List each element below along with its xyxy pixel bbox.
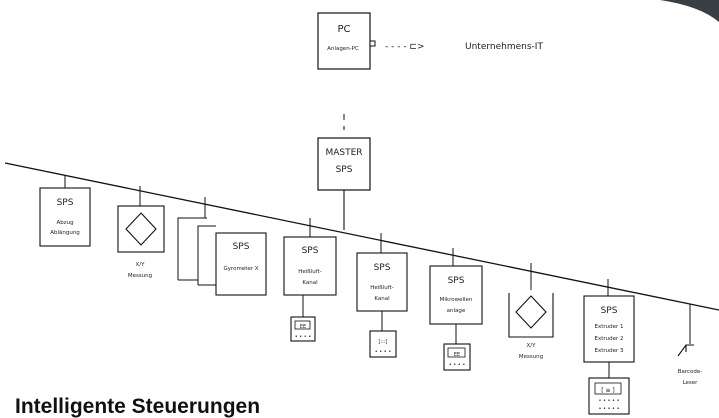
abzug-line2: Ablängung bbox=[50, 230, 80, 236]
extr-line1: Extruder 1 bbox=[594, 324, 623, 330]
heiz-head: SPS bbox=[302, 246, 319, 256]
svg-text:• • • •: • • • • bbox=[295, 334, 312, 340]
heiz2-panel bbox=[369, 330, 397, 358]
grav-line1: Gyrometer X bbox=[223, 266, 258, 272]
svg-text:• • • • •: • • • • • bbox=[598, 406, 619, 412]
xy2-line1: X/Y bbox=[527, 343, 537, 349]
node-gravimetric: SPS Gyrometer X bbox=[177, 197, 267, 296]
enterprise-label: Unternehmens-IT bbox=[465, 42, 543, 52]
grav-head: SPS bbox=[233, 242, 250, 252]
master-line1: MASTER bbox=[325, 148, 362, 158]
master-sps: MASTER SPS bbox=[317, 137, 371, 191]
heiz-line1: Heißluft- bbox=[298, 269, 322, 275]
mikro-head: SPS bbox=[448, 276, 465, 286]
barcode-line1: Barcode- bbox=[678, 369, 703, 375]
node-xy-2: X/Y Messung bbox=[508, 263, 554, 360]
heiz2-line1: Heißluft- bbox=[370, 285, 394, 291]
heiz2-panel-label: [:::] bbox=[379, 339, 388, 345]
abzug-head: SPS bbox=[57, 198, 74, 208]
mikro-line1: Mikrowellen bbox=[440, 297, 473, 303]
extr-panel-label: [ ≡ ] bbox=[601, 387, 615, 394]
extr-line2: Extruder 2 bbox=[594, 336, 623, 342]
bus-line bbox=[4, 162, 719, 311]
mikro-panel-label: EE bbox=[454, 352, 460, 358]
node-heizluft-2: SPS Heißluft- Kanal [:::] • • • • bbox=[356, 233, 408, 358]
pc-sub: Anlagen-PC bbox=[327, 46, 359, 52]
xy1-line2: Messung bbox=[128, 273, 152, 279]
node-xy-1: X/Y Messung bbox=[117, 186, 165, 279]
mikro-line2: anlage bbox=[447, 308, 466, 314]
xy1-line1: X/Y bbox=[136, 262, 146, 268]
heiz2-line2: Kanal bbox=[374, 296, 390, 302]
node-mikrowelle: SPS Mikrowellen anlage EE • • • • bbox=[429, 248, 483, 371]
node-heizluft: SPS Heißluft- Kanal EE • • • • bbox=[283, 218, 337, 342]
barcode-scanner-icon bbox=[677, 344, 694, 357]
corner-shade bbox=[660, 0, 719, 22]
svg-text:• • • •: • • • • bbox=[375, 349, 392, 355]
abzug-line1: Abzug bbox=[56, 220, 73, 226]
heiz-line2: Kanal bbox=[302, 280, 318, 286]
node-abzug: SPS Abzug Ablängung bbox=[39, 175, 91, 247]
enterprise-arrow: - - - - ⊏> bbox=[385, 42, 425, 52]
master-line2: SPS bbox=[336, 165, 353, 175]
barcode-line2: Leser bbox=[683, 380, 699, 386]
extr-panel bbox=[588, 377, 630, 415]
node-extruder: SPS Extruder 1 Extruder 2 Extruder 3 [ ≡… bbox=[583, 279, 635, 415]
pc-head: PC bbox=[337, 24, 350, 35]
heiz2-head: SPS bbox=[374, 263, 391, 273]
svg-text:• • • • •: • • • • • bbox=[598, 398, 619, 404]
pc-node: PC Anlagen-PC - - - - ⊏> Unternehmens-IT bbox=[317, 12, 543, 70]
xy2-line2: Messung bbox=[519, 354, 543, 360]
page-title: Intelligente Steuerungen bbox=[15, 395, 261, 418]
extr-head: SPS bbox=[601, 306, 618, 316]
node-barcode: Barcode- Leser bbox=[677, 304, 703, 386]
extr-line3: Extruder 3 bbox=[594, 348, 624, 354]
svg-text:• • • •: • • • • bbox=[449, 362, 466, 368]
heiz-panel-label: EE bbox=[300, 324, 306, 330]
